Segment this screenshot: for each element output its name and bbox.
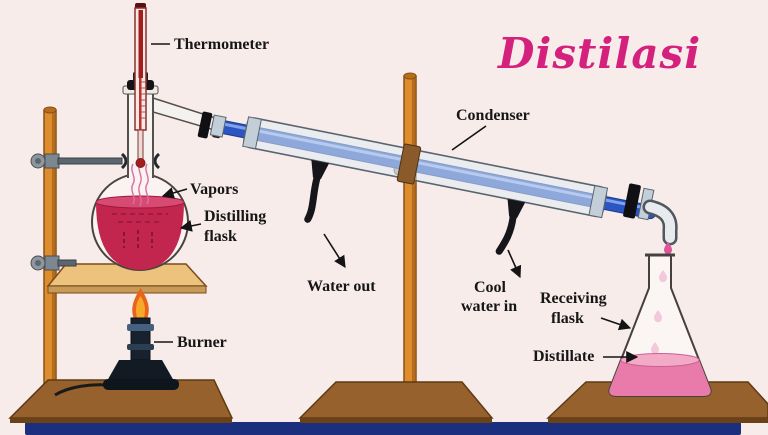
clamps (30, 152, 161, 271)
thermometer-mercury (138, 10, 143, 78)
vapor-wave-2 (138, 161, 142, 207)
left-stand-pole-shade (52, 111, 55, 384)
receiving-flask-label-line2: flask (551, 310, 584, 327)
water-in-hose (495, 213, 517, 255)
burner-cone (107, 360, 174, 381)
diagram-title: Distilasi (497, 29, 701, 78)
burner-flame-inner (136, 296, 145, 318)
water-in-nozzle (507, 198, 526, 219)
cool-water-in-label-line2: water in (461, 298, 517, 315)
upper-clamp-arm (57, 157, 123, 165)
cool-water-in-label-line1: Cool (474, 279, 507, 296)
water-out-arrow (323, 233, 346, 269)
receiving-flask-arrow (600, 317, 632, 331)
thermometer-scale-ticks (141, 81, 146, 119)
right-base-front (548, 418, 768, 423)
thermometer-stem (137, 129, 144, 161)
upper-clamp-bolt (35, 158, 41, 164)
left-stand (43, 106, 57, 386)
upper-clamp-body (44, 153, 60, 169)
outlet-elbow-glass (645, 202, 676, 243)
burner-collar (127, 324, 154, 331)
flask-liquid (96, 202, 184, 270)
adapter-clamp-1 (197, 111, 213, 139)
middle-stand-pole-shade (412, 77, 415, 385)
condenser-label: Condenser (456, 107, 530, 124)
burner-foot (103, 379, 179, 390)
platform-front (47, 285, 207, 294)
boiling-marks (123, 230, 153, 250)
jacket-right-ring (588, 185, 609, 219)
vapor-wave-1 (131, 163, 135, 205)
footer-bar (25, 422, 741, 435)
boiling-marks-2 (112, 213, 168, 223)
condenser-left-cap (209, 114, 227, 138)
water-out-nozzle (311, 159, 330, 180)
water-out-label: Water out (307, 278, 376, 295)
drop-1 (664, 242, 672, 255)
cool-water-in-arrow (507, 249, 522, 279)
receiving-flask-liquid (609, 360, 711, 396)
stand-bases (8, 379, 768, 423)
thermometer (134, 3, 147, 168)
vapor-wave-3 (145, 163, 149, 205)
burner-assembly (46, 263, 208, 397)
middle-stand-pole-cap (403, 72, 417, 80)
receiving-flask-label-line1: Receiving (540, 290, 607, 307)
vapors-arrow (161, 187, 188, 199)
lower-clamp-arm (57, 259, 77, 267)
lower-clamp-body (44, 255, 60, 271)
receiving-liquid-surface (620, 353, 700, 367)
burner-label: Burner (177, 334, 227, 351)
condenser-pointer (451, 125, 487, 151)
flask-neck-walls (127, 90, 154, 178)
vapors-label: Vapors (190, 181, 238, 198)
condenser-clamp-band (396, 143, 422, 185)
outlet-clamp (623, 183, 641, 219)
thermometer-bulb (135, 158, 146, 168)
thermometer-mercury-thin (139, 78, 142, 130)
distillate-label: Distillate (533, 348, 594, 365)
distilling-flask-label-line2: flask (204, 228, 237, 245)
annotations: Thermometer Condenser Vapors Distilling … (151, 36, 639, 365)
burner-valve-ring (127, 344, 154, 350)
upper-clamp-grip-right (153, 152, 161, 170)
thermometer-label: Thermometer (174, 36, 269, 53)
left-base-front (10, 418, 232, 423)
condenser (209, 114, 657, 255)
water-out-hose (304, 174, 321, 223)
lower-clamp-bolt (35, 260, 41, 266)
distilling-flask-arrow (179, 219, 202, 232)
upper-clamp-grip-left (120, 152, 128, 170)
left-stand-pole-cap (43, 106, 57, 114)
jacket-left-ring (242, 116, 262, 150)
distilling-flask-label-line1: Distilling (204, 208, 266, 225)
middle-base-front (300, 418, 492, 423)
